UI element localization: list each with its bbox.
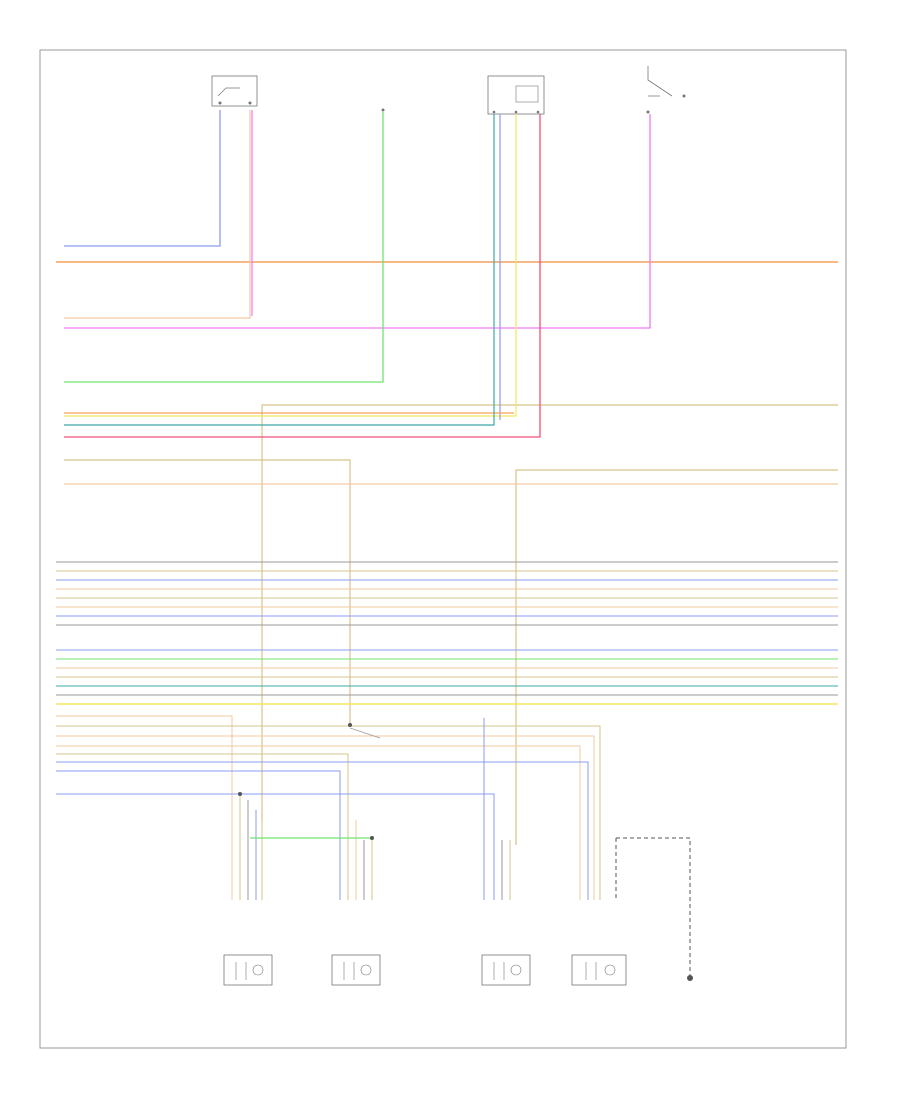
wire-bus-lower: [56, 649, 838, 705]
ground-point: [687, 975, 693, 981]
wire-peach-1: [64, 110, 251, 319]
top-component-3: [487, 75, 545, 115]
wire-red-1: [64, 114, 541, 438]
top-component-2: [381, 108, 385, 112]
wire-teal-1: [64, 114, 495, 426]
sensor-4: [571, 954, 627, 986]
splice-2: [238, 792, 242, 796]
wire-tan-3: [515, 469, 838, 845]
wire-tan-2: [64, 459, 351, 725]
sensor-1: [223, 954, 273, 986]
wire-magenta-2: [64, 114, 651, 329]
wire-green-1: [64, 112, 384, 383]
wire-yellow-1: [64, 114, 517, 417]
diagram-border: [39, 49, 847, 1049]
top-component-1: [211, 75, 258, 107]
splice-1: [348, 723, 352, 727]
wire-lower-group: [56, 715, 691, 975]
sensor-2: [331, 954, 381, 986]
top-component-4: [646, 66, 686, 114]
sensor-3: [481, 954, 531, 986]
wire-bus-upper: [56, 561, 838, 626]
splice-3: [370, 836, 374, 840]
wire-tan-1: [261, 404, 838, 820]
wire-blue-1: [64, 110, 221, 247]
